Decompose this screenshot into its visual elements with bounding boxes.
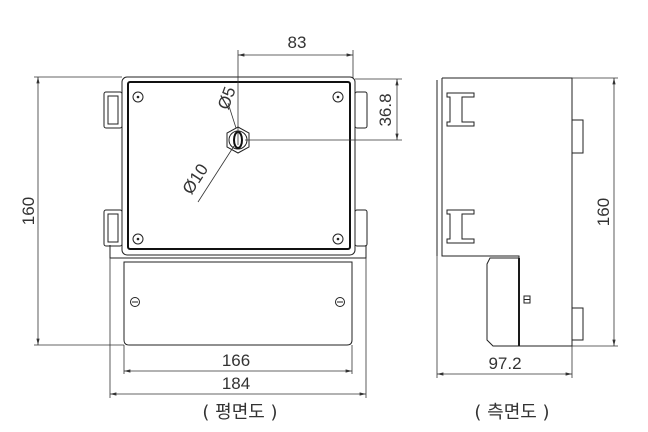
dim-166: 166: [222, 351, 250, 370]
side-view-caption: ( 측면도 ): [474, 402, 549, 423]
side-tabs: [446, 92, 475, 244]
dim-36-8: 36.8: [376, 93, 395, 126]
dim-phi5: Ø5: [214, 84, 240, 112]
enclosure-outer: [121, 76, 356, 256]
mounting-tabs: [103, 91, 368, 247]
enclosure-lid: [127, 81, 351, 250]
front-view: 83 36.8 160 166 184 Ø5 Ø10 ( 평면도 ): [19, 33, 402, 423]
side-view: 160 97.2 ( 측면도 ): [436, 77, 618, 423]
dim-160-side: 160: [594, 198, 613, 226]
terminal-cover: [109, 245, 367, 346]
side-dimensions: 160 97.2: [436, 77, 618, 378]
dim-phi10: Ø10: [179, 160, 212, 197]
dim-83: 83: [288, 33, 307, 52]
front-view-caption: ( 평면도 ): [202, 402, 277, 423]
side-terminal-box: [486, 257, 520, 347]
dim-184: 184: [222, 374, 250, 393]
dim-97-2: 97.2: [488, 354, 521, 373]
dim-160-front: 160: [19, 197, 38, 225]
front-dimensions: 83 36.8 160 166 184 Ø5 Ø10: [19, 33, 402, 398]
corner-screws: [132, 91, 344, 245]
